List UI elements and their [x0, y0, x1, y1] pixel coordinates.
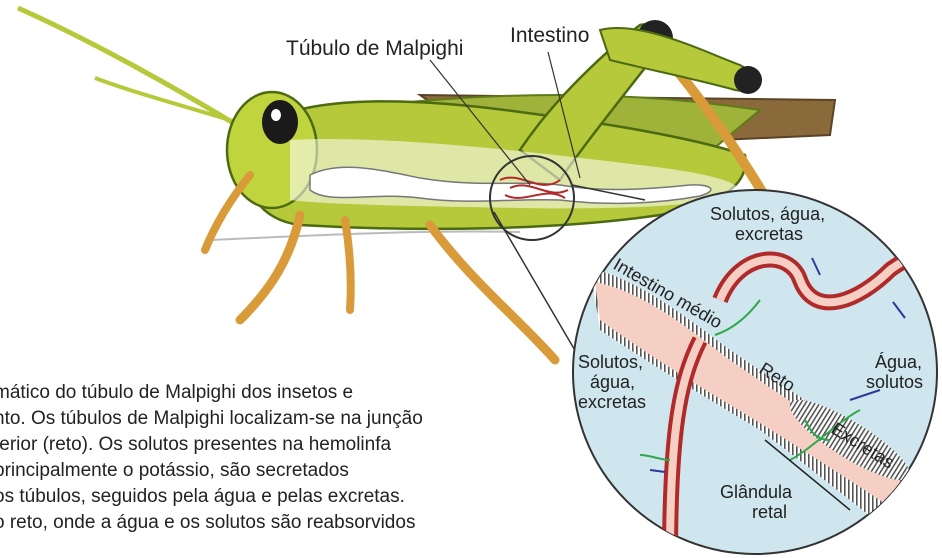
eye: [262, 100, 298, 144]
ground-line: [210, 232, 520, 240]
label-agua-2: solutos: [866, 372, 923, 392]
middle-leg: [345, 220, 351, 310]
label-solutos-left-1: Solutos,: [578, 352, 643, 372]
label-glandula-2: retal: [752, 502, 787, 522]
label-intestino: Intestino: [510, 24, 589, 47]
label-agua-1: Água,: [875, 352, 922, 372]
front-leg: [240, 215, 300, 320]
label-glandula-1: Glândula: [720, 482, 793, 502]
label-tubulo: Túbulo de Malpighi: [286, 37, 463, 60]
caption-line: principalmente o potássio, são secretado…: [0, 458, 594, 484]
caption-line: os túbulos, seguidos pela água e pelas e…: [0, 484, 594, 510]
caption-line: o reto, onde a água e os solutos são rea…: [0, 510, 594, 536]
hind-leg-lower: [430, 225, 555, 360]
caption-line: terior (reto). Os solutos presentes na h…: [0, 432, 594, 458]
caption: mático do túbulo de Malpighi dos insetos…: [0, 380, 594, 558]
caption-line: nto. Os túbulos de Malpighi localizam-se…: [0, 406, 594, 432]
label-solutos-left-2: água,: [590, 372, 635, 392]
caption-line: mático do túbulo de Malpighi dos insetos…: [0, 380, 594, 406]
antenna-2: [95, 78, 255, 128]
knee-2: [734, 66, 762, 94]
label-solutos-top-1: Solutos, água,: [710, 204, 825, 224]
eye-highlight: [271, 109, 281, 121]
label-solutos-top-2: excretas: [735, 224, 803, 244]
